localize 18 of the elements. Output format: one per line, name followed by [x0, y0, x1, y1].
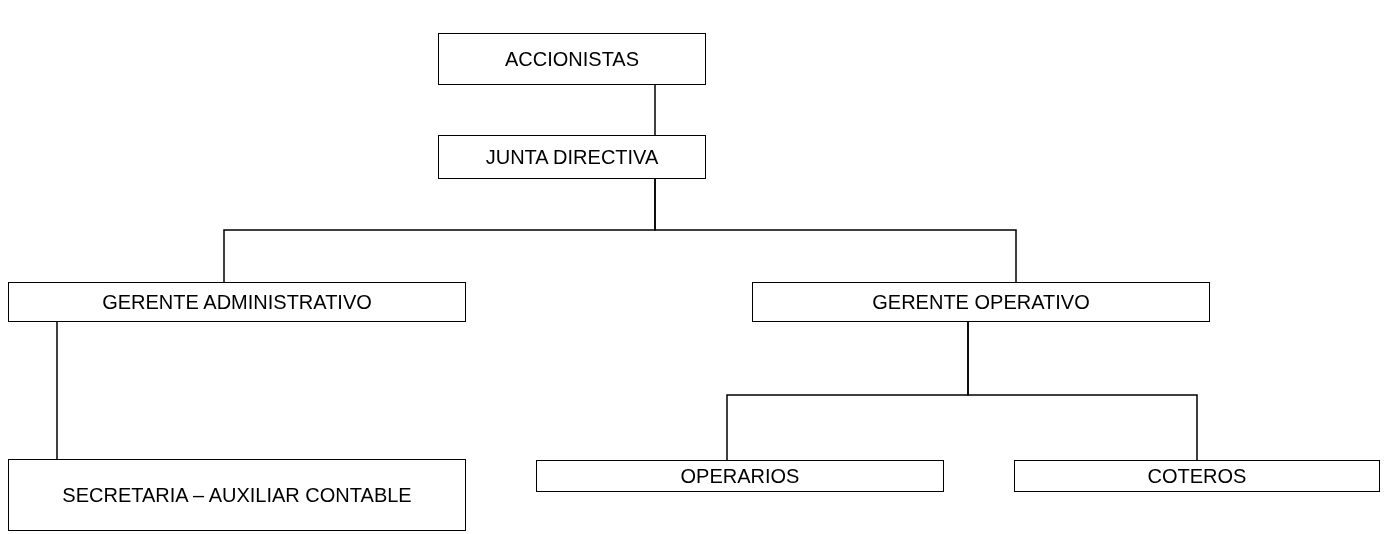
box-label: ACCIONISTAS — [503, 47, 641, 72]
org-box — [536, 460, 944, 492]
box-label: OPERARIOS — [679, 464, 801, 489]
box-label: COTEROS — [1146, 464, 1248, 489]
box-label: JUNTA DIRECTIVA — [484, 145, 660, 170]
org-box — [438, 33, 706, 85]
box-label: GERENTE ADMINISTRATIVO — [101, 290, 373, 315]
org-box — [438, 135, 706, 179]
org-box — [1014, 460, 1380, 492]
connector-line — [654, 178, 1017, 283]
org-box — [8, 459, 466, 531]
box-label: GERENTE OPERATIVO — [871, 290, 1091, 315]
connector-line — [56, 321, 58, 460]
org-box — [752, 282, 1210, 322]
box-label: SECRETARIA – AUXILIAR CONTABLE — [61, 483, 413, 508]
connector-line — [654, 84, 656, 136]
connector-line — [967, 321, 1198, 461]
org-box — [8, 282, 466, 322]
